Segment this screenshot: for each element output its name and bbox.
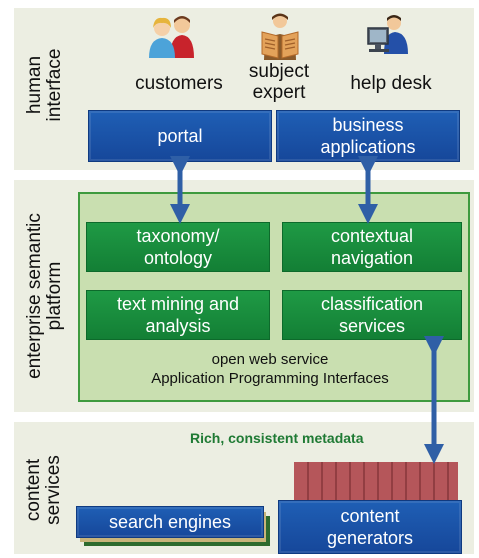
content-generators-box: content generators xyxy=(278,500,462,554)
books-stack-icon xyxy=(294,462,458,506)
taxonomy-ontology-box: taxonomy/ ontology xyxy=(86,222,270,272)
actor-subject-expert-label: subject expert xyxy=(248,61,310,103)
actor-customers-label: customers xyxy=(135,73,223,94)
subject-expert-reader-icon xyxy=(261,13,299,60)
contextual-navigation-box: contextual navigation xyxy=(282,222,462,272)
customers-people-icon xyxy=(149,16,194,58)
classification-services-box: classification services xyxy=(282,290,462,340)
platform-caption: open web service Application Programming… xyxy=(151,351,389,387)
portal-box: portal xyxy=(88,110,272,162)
help-desk-computer-icon xyxy=(367,15,408,54)
actor-help-desk-label: help desk xyxy=(350,73,432,94)
search-engines-box: search engines xyxy=(76,506,264,538)
text-mining-analysis-box: text mining and analysis xyxy=(86,290,270,340)
business-applications-box: business applications xyxy=(276,110,460,162)
metadata-label: Rich, consistent metadata xyxy=(190,430,364,446)
